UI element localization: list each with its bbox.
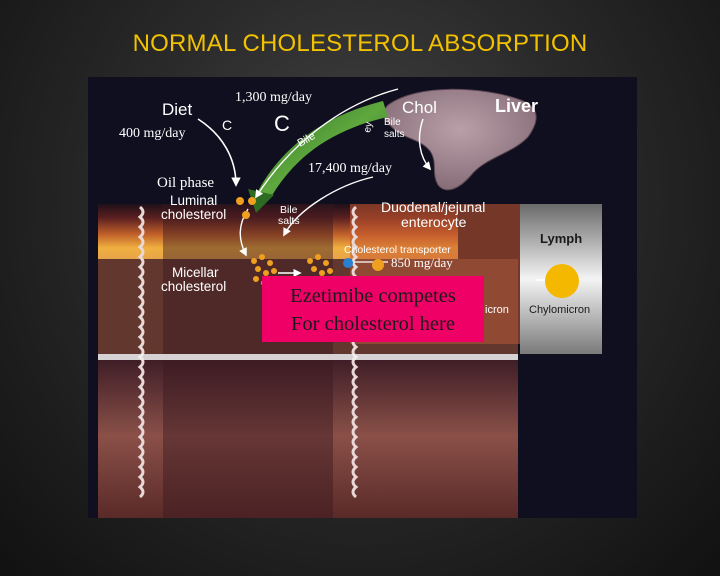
- slide-title: NORMAL CHOLESTEROL ABSORPTION: [132, 30, 588, 57]
- liver-label: Liver: [495, 96, 538, 116]
- micelle-cluster: [307, 254, 333, 276]
- cholesterol-absorption-diagram: Diet Chol Liver C C Bile ey Bile salts L…: [88, 77, 637, 518]
- bile-salts-lumen-label-1: Bile: [280, 204, 298, 216]
- diet-arrow: [197, 118, 241, 187]
- bile-salts-loop-arrow: [418, 118, 432, 171]
- lymph-label: Lymph: [540, 231, 582, 246]
- rate-850-annotation: 850 mg/day: [391, 255, 453, 270]
- ezetimibe-callout: Ezetimibe competes For cholesterol here: [262, 276, 484, 342]
- lower-tissue-band: [98, 354, 518, 518]
- right-villi-edge: [351, 205, 359, 499]
- luminal-cholesterol-dot: [236, 197, 244, 205]
- micellar-label-2: cholesterol: [161, 279, 226, 294]
- luminal-label-1: Luminal: [170, 193, 217, 208]
- luminal-cholesterol-dot: [242, 211, 250, 219]
- bile-flow-arrowhead: [248, 189, 274, 213]
- micellar-label-1: Micellar: [172, 265, 219, 280]
- liver-bile-arrow: [283, 176, 374, 237]
- callout-line-2: For cholesterol here: [291, 313, 455, 335]
- liver-organ: [383, 88, 537, 191]
- luminal-cholesterol-dot: [248, 197, 256, 205]
- chylomicron-label: Chylomicron: [529, 304, 590, 316]
- bile-salts-top-label-2: salts: [384, 129, 405, 140]
- left-villi-edge: [137, 205, 145, 499]
- cholesterol-transporter-dot: [343, 258, 353, 268]
- enterocyte-label-2: enterocyte: [401, 214, 467, 230]
- rate-17400-annotation: 17,400 mg/day: [308, 161, 392, 176]
- diagram-canvas: Diet Chol Liver C C Bile ey Bile salts L…: [98, 88, 602, 518]
- bile-salts-lumen-label-2: salts: [278, 215, 300, 227]
- luminal-label-2: cholesterol: [161, 207, 226, 222]
- liver-to-lumen-arrow: [255, 88, 399, 199]
- callout-line-1: Ezetimibe competes: [290, 285, 456, 307]
- bile-salts-top-label-1: Bile: [384, 117, 401, 128]
- transporter-label: Cholesterol transporter: [344, 244, 451, 256]
- enterocyte-label-1: Duodenal/jejunal: [381, 199, 485, 215]
- rate-1300-annotation: 1,300 mg/day: [235, 90, 312, 105]
- c-large-label: C: [274, 111, 290, 136]
- rate-400-annotation: 400 mg/day: [119, 126, 186, 141]
- chylomicron-partial-label: icron: [485, 304, 509, 316]
- oil-phase-annotation: Oil phase: [157, 175, 214, 191]
- lumen-column: [163, 204, 333, 518]
- c-small-label: C: [222, 117, 232, 133]
- partial-word-label: ey: [362, 121, 375, 133]
- lymph-chylomicron: [545, 264, 579, 298]
- diet-label: Diet: [162, 100, 193, 119]
- bile-flow-arrow: [256, 101, 388, 199]
- chol-label: Chol: [402, 98, 437, 117]
- membrane-line: [98, 354, 518, 360]
- absorbed-cholesterol-dot: [372, 259, 384, 271]
